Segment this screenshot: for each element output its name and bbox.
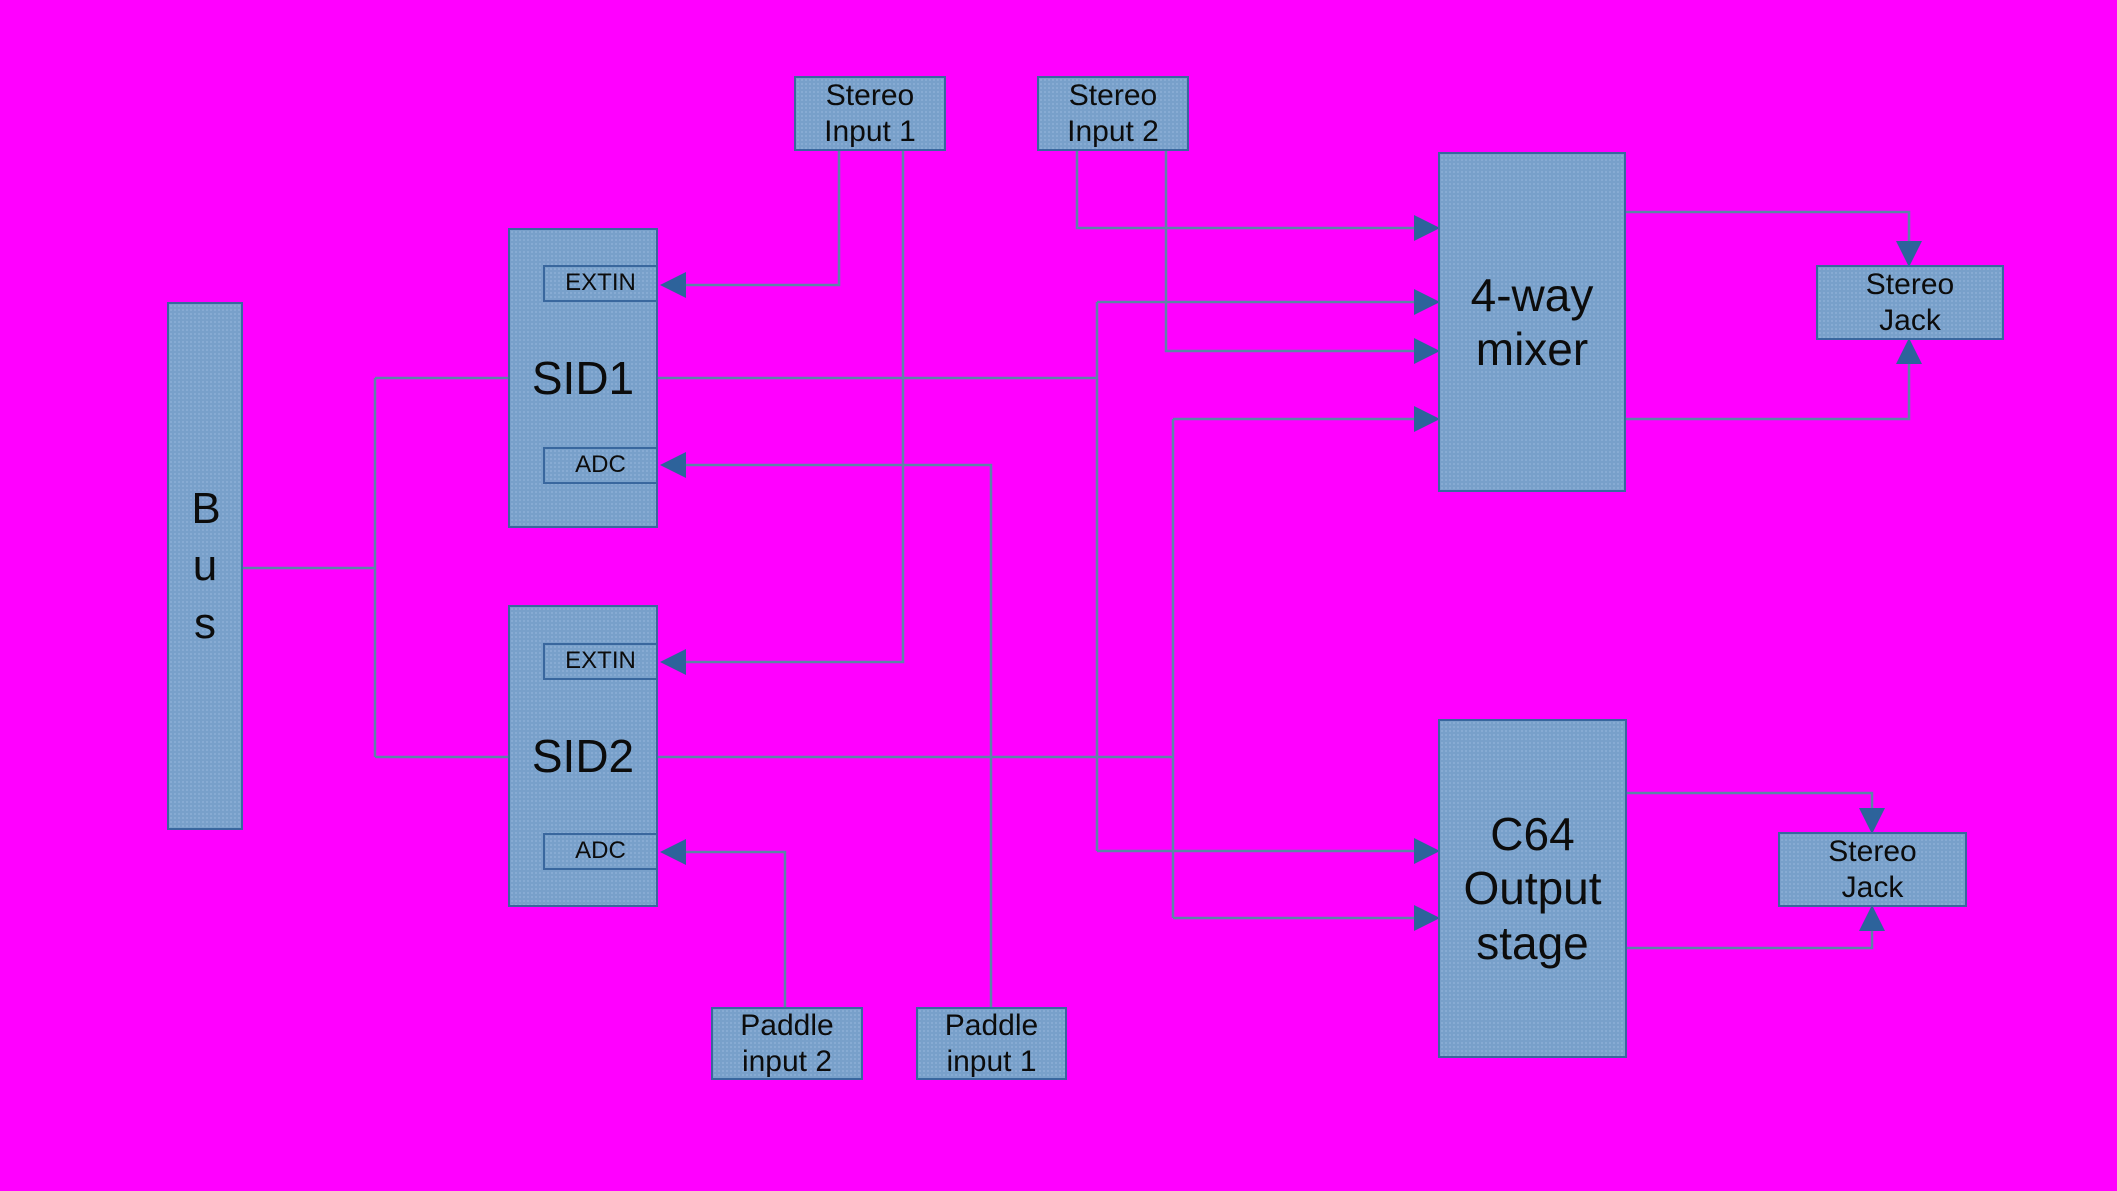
node-c64-output-stage: C64 Output stage — [1438, 719, 1627, 1058]
arrowhead-jack-bottom-up — [1859, 905, 1885, 931]
node-sid2-label: SID2 — [531, 729, 635, 782]
node-stereo-jack-bottom-label: Stereo Jack — [1828, 835, 1917, 904]
node-sid1-adc-label: ADC — [575, 451, 626, 479]
node-4-way-mixer: 4-way mixer — [1438, 152, 1626, 492]
node-bus-label: Bus — [191, 484, 221, 648]
node-stereo-jack-bottom: Stereo Jack — [1778, 832, 1967, 907]
arrowhead-sid1-extin — [660, 272, 686, 298]
connector-c64-to-jack-bottom-upper — [1627, 791, 1874, 808]
node-4-way-mixer-label: 4-way mixer — [1470, 268, 1594, 375]
arrowhead-sid2-adc — [660, 839, 686, 865]
node-paddle-input-1: Paddle input 1 — [916, 1007, 1067, 1080]
connector-mixer-to-jack-top-lower — [1626, 362, 1911, 421]
node-sid2-extin-port: EXTIN — [543, 643, 658, 680]
arrowhead-mixer-2 — [1414, 289, 1440, 315]
connector-bus-trunk — [243, 378, 377, 757]
node-stereo-input-1-label: Stereo Input 1 — [824, 79, 916, 148]
arrowhead-mixer-3 — [1414, 338, 1440, 364]
arrowhead-mixer-1 — [1414, 215, 1440, 241]
node-stereo-jack-top: Stereo Jack — [1816, 265, 2004, 340]
node-c64-output-stage-label: C64 Output stage — [1463, 808, 1602, 969]
connector-sid1-out — [375, 300, 1416, 853]
connector-c64-to-jack-bottom-lower — [1627, 931, 1874, 950]
node-sid2-adc-label: ADC — [575, 837, 626, 865]
connector-stereo-input-1-to-sid2-extin — [684, 151, 905, 664]
node-paddle-input-2-label: Paddle input 2 — [740, 1009, 834, 1078]
node-sid1-extin-label: EXTIN — [565, 269, 636, 297]
node-stereo-input-2-label: Stereo Input 2 — [1067, 79, 1159, 148]
node-sid2-extin-label: EXTIN — [565, 647, 636, 675]
node-sid2-adc-port: ADC — [543, 833, 658, 870]
node-stereo-input-2: Stereo Input 2 — [1037, 76, 1189, 151]
node-stereo-input-1: Stereo Input 1 — [794, 76, 946, 151]
node-sid1-extin-port: EXTIN — [543, 265, 658, 302]
arrowhead-mixer-4 — [1414, 406, 1440, 432]
connector-stereo-input-1-to-sid1-extin — [684, 151, 841, 287]
node-bus: Bus — [167, 302, 243, 830]
arrowhead-sid2-extin — [660, 649, 686, 675]
connector-stereo-input-2-to-mixer-1 — [1075, 151, 1416, 230]
arrowhead-jack-top-up — [1896, 338, 1922, 364]
node-paddle-input-1-label: Paddle input 1 — [944, 1009, 1039, 1078]
arrowhead-sid1-adc — [660, 452, 686, 478]
connector-stereo-input-2-to-mixer-3 — [1164, 151, 1416, 353]
connector-mixer-to-jack-top-upper — [1626, 210, 1911, 243]
connector-paddle-input-2-to-sid2-adc — [684, 850, 787, 1007]
node-sid1-label: SID1 — [531, 351, 635, 404]
connector-sid2-out — [375, 417, 1416, 920]
node-stereo-jack-top-label: Stereo Jack — [1865, 268, 1955, 337]
arrowhead-c64-1 — [1414, 838, 1440, 864]
arrowhead-jack-bottom-down — [1859, 808, 1885, 834]
node-sid1-adc-port: ADC — [543, 447, 658, 484]
connector-paddle-input-1-to-sid1-adc — [684, 463, 993, 1007]
arrowhead-c64-2 — [1414, 905, 1440, 931]
arrowhead-jack-top-down — [1896, 241, 1922, 267]
node-paddle-input-2: Paddle input 2 — [711, 1007, 863, 1080]
